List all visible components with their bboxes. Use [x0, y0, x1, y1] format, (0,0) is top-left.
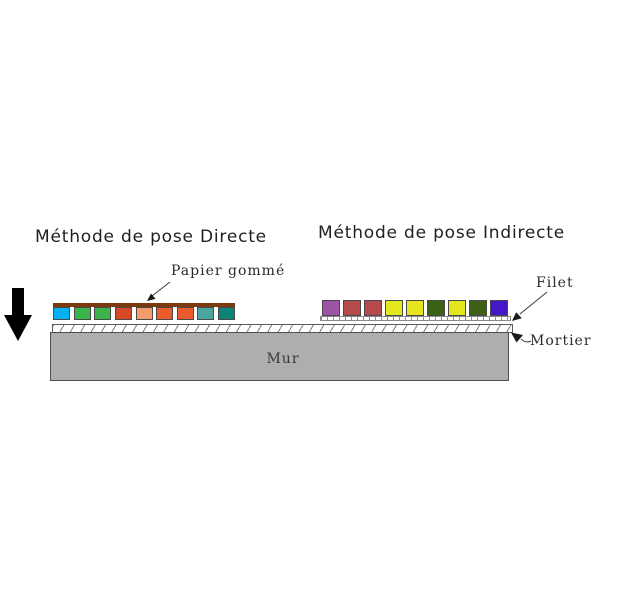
press-down-arrow: [4, 288, 32, 341]
mosaic-tile: [53, 307, 70, 320]
papier-gomme-pointer: [147, 281, 171, 301]
indirect-tiles-row: [322, 300, 508, 316]
mortier-pointer: [511, 332, 532, 343]
direct-tiles-row: [53, 307, 235, 320]
mosaic-tile: [135, 307, 153, 320]
mosaic-tile: [427, 300, 445, 316]
mosaic-tile: [94, 307, 112, 320]
mosaic-tile: [73, 307, 91, 320]
mosaic-tile: [343, 300, 361, 316]
title-indirect-method: Méthode de pose Indirecte: [318, 223, 566, 243]
label-mur: Mur: [266, 351, 300, 367]
mosaic-tile: [322, 300, 340, 316]
gummed-paper-strip: [53, 303, 235, 307]
mosaic-tile: [364, 300, 382, 316]
mosaic-tile: [385, 300, 403, 316]
mosaic-tile: [176, 307, 194, 320]
label-mortier: Mortier: [530, 333, 592, 349]
mosaic-tile: [197, 307, 215, 320]
filet-pointer: [512, 291, 548, 321]
mosaic-tile: [490, 300, 508, 316]
title-direct-method: Méthode de pose Directe: [35, 227, 267, 247]
mosaic-tile: [218, 307, 235, 320]
mosaic-tile: [469, 300, 487, 316]
label-papier-gomme: Papier gommé: [171, 263, 286, 279]
wall-block: [50, 332, 509, 381]
mosaic-tile: [156, 307, 174, 320]
mosaic-tile: [448, 300, 466, 316]
mosaic-tile: [114, 307, 132, 320]
net-strip: [320, 316, 511, 321]
label-filet: Filet: [536, 275, 574, 291]
mosaic-tile: [406, 300, 424, 316]
